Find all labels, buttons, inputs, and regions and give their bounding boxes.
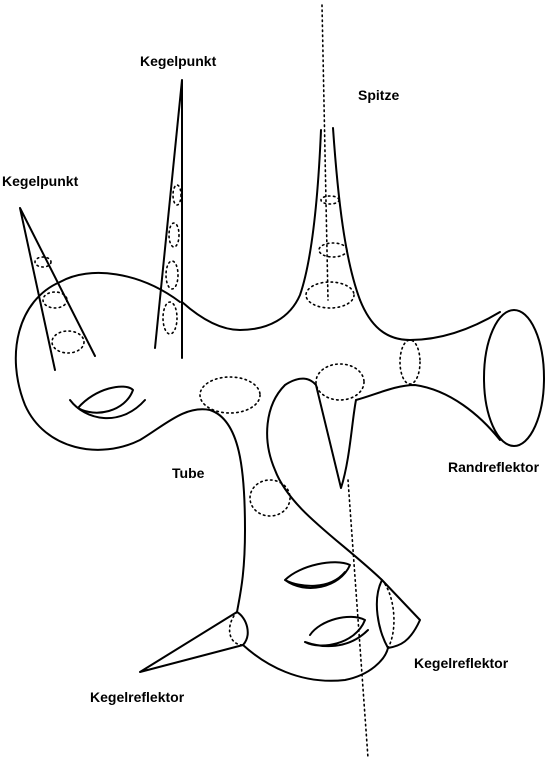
dotted-ring-center — [315, 363, 365, 401]
dotted-cone-right — [381, 579, 395, 649]
label-randreflektor: Randreflektor — [448, 459, 540, 475]
spitze-spike — [332, 127, 361, 301]
eye-left-upper — [77, 385, 134, 414]
label-spitze: Spitze — [358, 87, 399, 103]
eye-center — [284, 561, 351, 589]
dotted-ring-tube-top — [199, 376, 261, 414]
bottom-lobe-outline — [242, 377, 421, 682]
dotted-ring-kpl-2 — [42, 291, 68, 309]
kegelreflektor-left-cone — [139, 611, 244, 673]
dotted-ring-kp-1 — [172, 184, 182, 206]
dotted-ring-kp-2 — [168, 222, 180, 248]
dotted-ring-spitze-3 — [305, 281, 355, 309]
eye-lower — [304, 615, 369, 648]
right-arm-lower — [355, 384, 501, 441]
right-arm-upper — [359, 299, 501, 341]
label-kegelpunkt-left: Kegelpunkt — [2, 173, 79, 189]
dotted-vertical-bottom — [347, 479, 369, 759]
dotted-cone-left — [228, 611, 244, 646]
eye-left-lower-line — [69, 399, 146, 419]
label-kegelreflektor-right: Kegelreflektor — [414, 655, 509, 671]
kegelpunkt-top-spike — [154, 79, 183, 359]
dotted-ring-tube-bottom — [249, 479, 291, 517]
dotted-ring-kp-3 — [165, 260, 179, 290]
randreflektor-ellipse — [483, 309, 545, 447]
label-kegelpunkt-top: Kegelpunkt — [140, 53, 217, 69]
label-kegelreflektor-left: Kegelreflektor — [90, 689, 185, 705]
kegelpunkt-left-spike — [19, 207, 96, 371]
dotted-ring-kpl-1 — [34, 256, 52, 268]
kegelreflektor-right-rim — [375, 579, 389, 649]
surface-outline — [14, 271, 246, 613]
dotted-ring-spitze-2 — [318, 242, 348, 258]
inner-cusp — [315, 384, 357, 489]
dotted-ring-right-arm — [399, 339, 421, 385]
dotted-ring-kp-4 — [162, 301, 178, 335]
dotted-vertical-top — [321, 4, 329, 301]
label-tube: Tube — [172, 465, 205, 481]
kegelreflektor-left-rim — [236, 611, 249, 646]
dotted-ring-kpl-3 — [51, 330, 85, 354]
spitze-spike-left — [181, 129, 322, 331]
dotted-ring-spitze-1 — [320, 195, 340, 205]
